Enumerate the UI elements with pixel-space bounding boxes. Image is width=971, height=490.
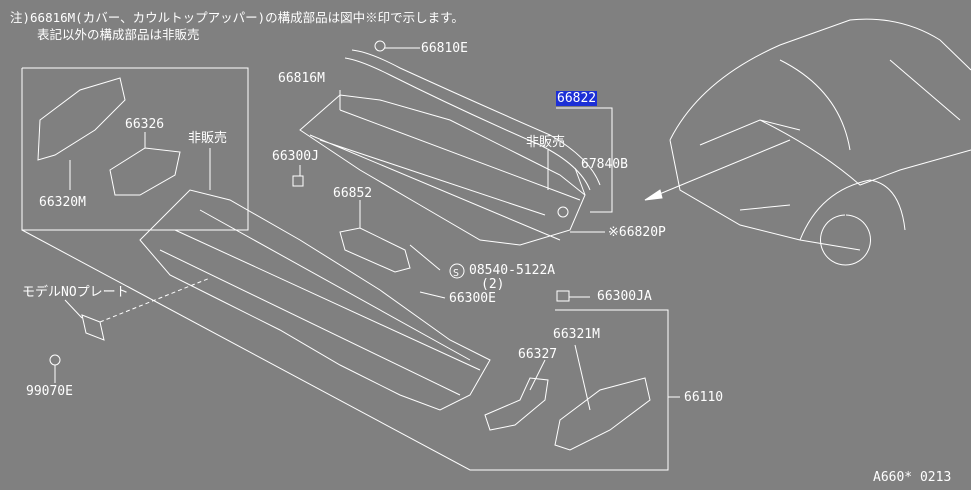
label-66327: 66327 (518, 347, 558, 362)
part-66300JA (556, 290, 570, 302)
note-line-2: 表記以外の構成部品は非販売 (37, 27, 200, 42)
reference-code: A660* 0213 (873, 470, 952, 485)
label-66810E: 66810E (421, 41, 468, 56)
label-66300JA: 66300JA (597, 289, 652, 304)
note-line-1: 注)66816M(カバー、カウルトップアッパー)の構成部品は図中※印で示します。 (10, 10, 464, 25)
label-66852: 66852 (333, 186, 373, 201)
cowl-top-cover (299, 94, 586, 246)
car-outline (669, 18, 971, 266)
label-66300E: 66300E (449, 291, 496, 306)
label-67840B: 67840B (581, 157, 628, 172)
label-66816M: 66816M (278, 71, 325, 86)
label-08540-qty: (2) (481, 277, 505, 292)
label-66110: 66110 (684, 390, 724, 405)
label-08540-5122A: 08540-5122A (469, 263, 556, 278)
label-66326: 66326 (125, 117, 165, 132)
label-66822-highlight: 66822 (556, 91, 598, 106)
part-model-plate (81, 314, 105, 341)
part-66327 (484, 377, 549, 431)
part-66321M (554, 377, 651, 451)
label-99070E: 99070E (26, 384, 73, 399)
bolt-symbol: S (453, 268, 459, 279)
label-model-plate: モデルNOプレート (22, 285, 129, 300)
part-66110-panel (139, 189, 491, 411)
label-66321M: 66321M (553, 327, 600, 342)
group-frame (21, 67, 249, 231)
part-66852 (339, 227, 411, 273)
part-66810E-clip (374, 40, 386, 52)
label-66820P: ※66820P (608, 225, 666, 240)
car-pointer-arrow (644, 139, 791, 201)
part-99070E (49, 354, 61, 366)
cowl-top-grille (309, 109, 581, 241)
assembly-frame (21, 229, 669, 471)
label-hihanbai-right: 非販売 (526, 135, 566, 150)
label-66822: 66822 (556, 91, 598, 106)
label-66320M: 66320M (39, 195, 86, 210)
part-66320M (37, 77, 126, 161)
part-66326 (109, 147, 181, 196)
part-66820P-clip (557, 206, 569, 218)
part-66300J (292, 175, 304, 187)
label-hihanbai-left: 非販売 (188, 131, 228, 146)
cowl-seal-strip (344, 57, 591, 191)
label-66300J: 66300J (272, 149, 319, 164)
